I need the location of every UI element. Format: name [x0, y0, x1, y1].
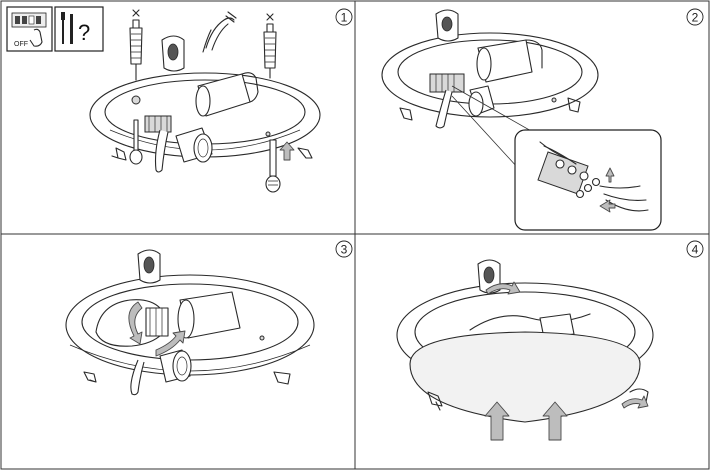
step-2-number: 2	[692, 11, 699, 25]
off-label: OFF	[14, 41, 28, 48]
ceiling-fixture-with-shade	[396, 259, 654, 441]
ceiling-fixture-bulbs	[65, 249, 315, 396]
wall-plug-left-icon	[129, 9, 143, 81]
step-4-badge: 4	[686, 240, 704, 258]
power-off-icon: OFF	[6, 6, 53, 52]
step-1-panel: 1 OFF ?	[6, 6, 353, 193]
step-4-number: 4	[692, 243, 699, 257]
step-3-badge: 3	[335, 240, 353, 258]
tools-question-icon: ?	[54, 6, 104, 52]
ceiling-fixture-wired	[381, 9, 599, 169]
wall-plug-right-icon	[263, 13, 277, 79]
step-3-number: 3	[341, 243, 348, 257]
step-3-panel: 3	[65, 240, 353, 396]
ceiling-fixture-base	[89, 35, 321, 193]
wiring-detail-inset	[514, 129, 662, 231]
step-1-number: 1	[341, 11, 348, 25]
cable-icon	[202, 11, 237, 53]
step-1-badge: 1	[335, 8, 353, 26]
step-2-panel: 2	[381, 8, 704, 231]
step-2-badge: 2	[686, 8, 704, 26]
step-4-panel: 4	[396, 240, 704, 441]
question-mark: ?	[78, 20, 90, 45]
